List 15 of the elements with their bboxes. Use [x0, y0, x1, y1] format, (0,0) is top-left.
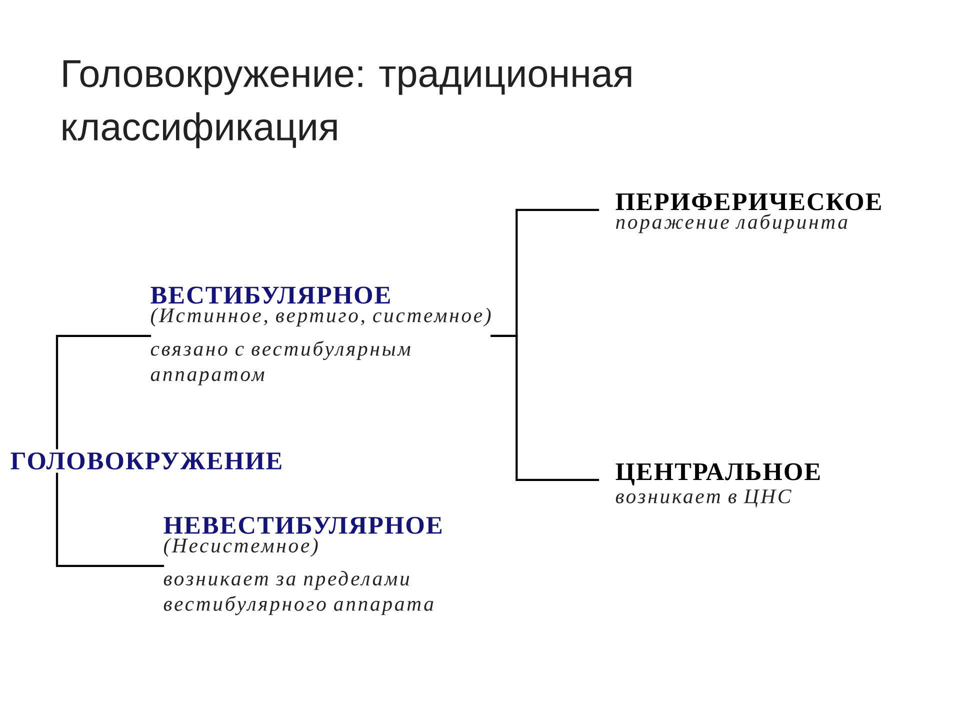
- category-heading: НЕВЕСТИБУЛЯРНОЕ: [164, 516, 442, 534]
- category-heading: ГОЛОВОКРУЖЕНИЕ: [10, 452, 282, 470]
- connector-line: [56, 334, 152, 450]
- title: Головокружение: традиционная классификация: [62, 60, 632, 148]
- category-heading: ПЕРИФЕРИЧЕСКОЕ: [616, 193, 881, 210]
- category-heading: ВЕСТИБУЛЯРНОЕ: [150, 286, 390, 304]
- description-text: связано с вестибулярным аппаратом: [150, 340, 410, 386]
- description-text: возникает в ЦНС: [616, 489, 792, 508]
- connector-line: [56, 472, 164, 568]
- description-text: возникает за пределами вестибулярного аппарата: [164, 570, 434, 616]
- description-text: (Истинное, вертиго, системное): [151, 308, 491, 326]
- description-text: поражение лабиринта: [616, 214, 848, 234]
- connector-line: [490, 334, 600, 482]
- category-heading: ЦЕНТРАЛЬНОЕ: [616, 463, 820, 486]
- description-text: (Несистемное): [164, 538, 318, 557]
